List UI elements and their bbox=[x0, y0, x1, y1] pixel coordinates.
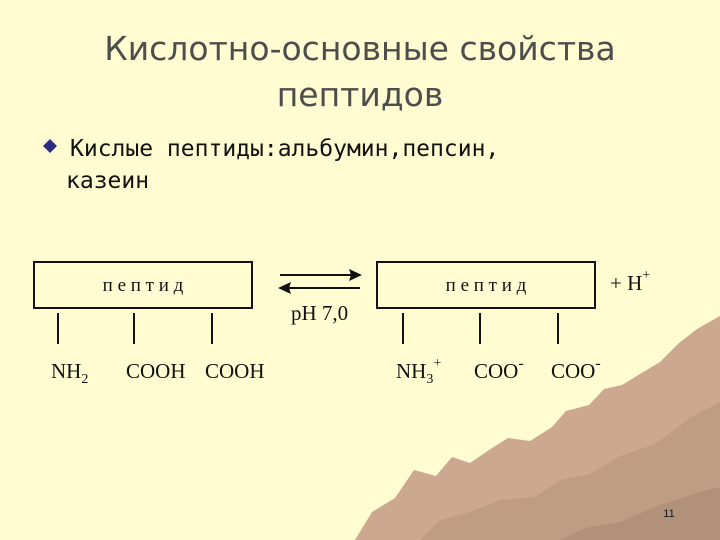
reverse-arrowhead bbox=[278, 282, 291, 294]
left-peptide-label: п е п т и д bbox=[103, 275, 184, 296]
equilibrium-condition: pH 7,0 bbox=[291, 301, 348, 325]
slide-title: Кислотно-основные свойства пептидов bbox=[40, 26, 680, 118]
right-group-3-sup: - bbox=[595, 355, 600, 372]
left-group-1-sub: 2 bbox=[81, 372, 88, 387]
released-proton-base: + H bbox=[610, 271, 642, 295]
right-group-2-base: COO bbox=[474, 359, 518, 383]
left-group-1: NH2 bbox=[51, 359, 88, 387]
right-group-2: COO- bbox=[474, 355, 524, 383]
forward-arrowhead bbox=[349, 269, 362, 281]
right-group-1: NH3+ bbox=[396, 356, 441, 387]
released-proton-sup: + bbox=[642, 268, 650, 283]
right-peptide-box bbox=[376, 261, 596, 309]
left-group-2: COOH bbox=[126, 359, 186, 383]
released-proton: + H+ bbox=[610, 268, 650, 295]
right-peptide-label: п е п т и д bbox=[446, 275, 527, 296]
slide-number: 11 bbox=[663, 508, 675, 520]
bullet-line-1: Кислые пептиды:альбумин,пепсин, bbox=[70, 136, 500, 162]
bullet-text: Кислые пептиды:альбумин,пепсин, казеин bbox=[66, 133, 670, 197]
title-line-1: Кислотно-основные свойства bbox=[104, 29, 616, 68]
left-group-1-base: NH bbox=[51, 359, 81, 383]
right-group-3-base: COO bbox=[551, 359, 595, 383]
left-group-3: COOH bbox=[205, 359, 265, 383]
right-group-3: COO- bbox=[551, 355, 601, 383]
title-line-2: пептидов bbox=[276, 75, 444, 114]
right-group-1-base: NH bbox=[396, 359, 426, 383]
left-peptide-box bbox=[33, 261, 253, 309]
diamond-bullet-icon bbox=[43, 139, 57, 153]
right-group-1-sup: + bbox=[433, 356, 441, 371]
bullet-line-2: казеин bbox=[66, 168, 150, 194]
right-group-1-sub: 3 bbox=[426, 372, 433, 387]
right-group-2-sup: - bbox=[518, 355, 523, 372]
